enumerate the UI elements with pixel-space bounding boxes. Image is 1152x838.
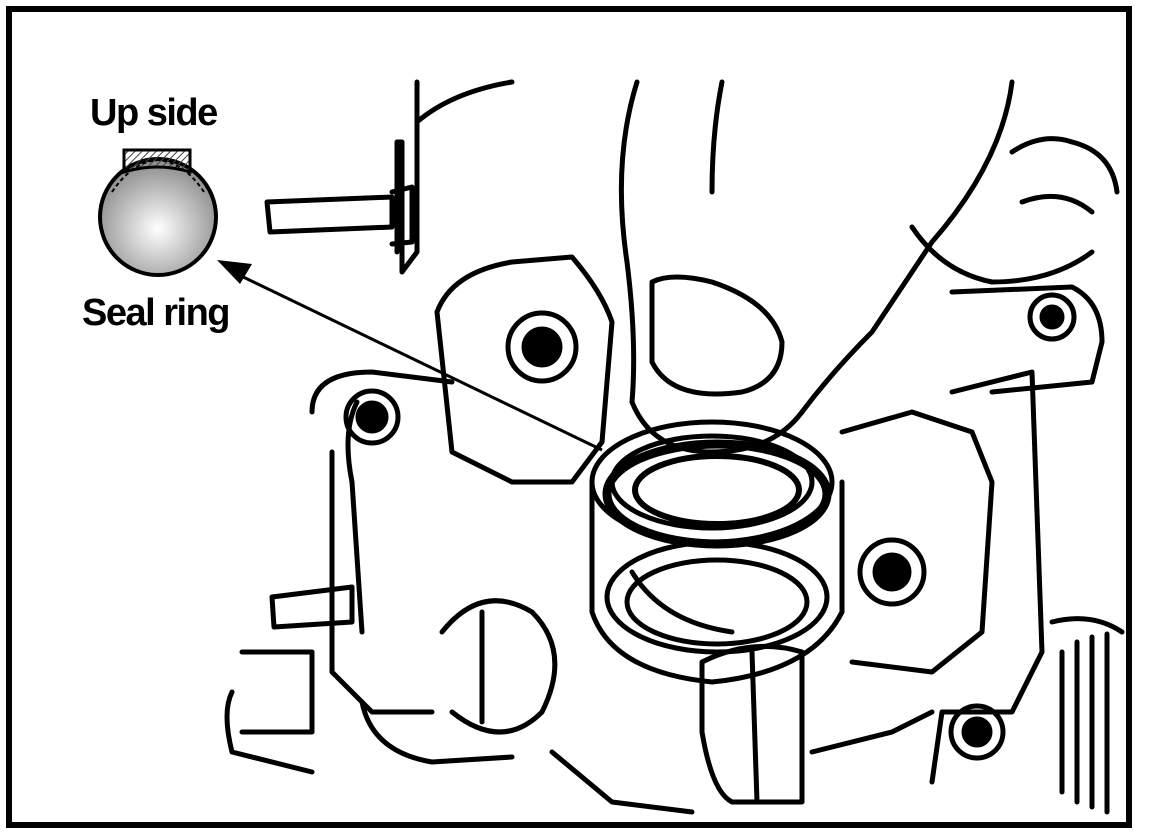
up-side-label: Up side: [90, 92, 218, 134]
leader-arrow: [217, 260, 603, 452]
diagram-frame: Up side Seal ring: [6, 6, 1132, 828]
seal-ring-installation-drawing: [98, 79, 1125, 815]
seal-ring-cross-section: [98, 148, 218, 277]
pump-body: [224, 79, 1125, 815]
seal-ring-label: Seal ring: [82, 292, 231, 334]
